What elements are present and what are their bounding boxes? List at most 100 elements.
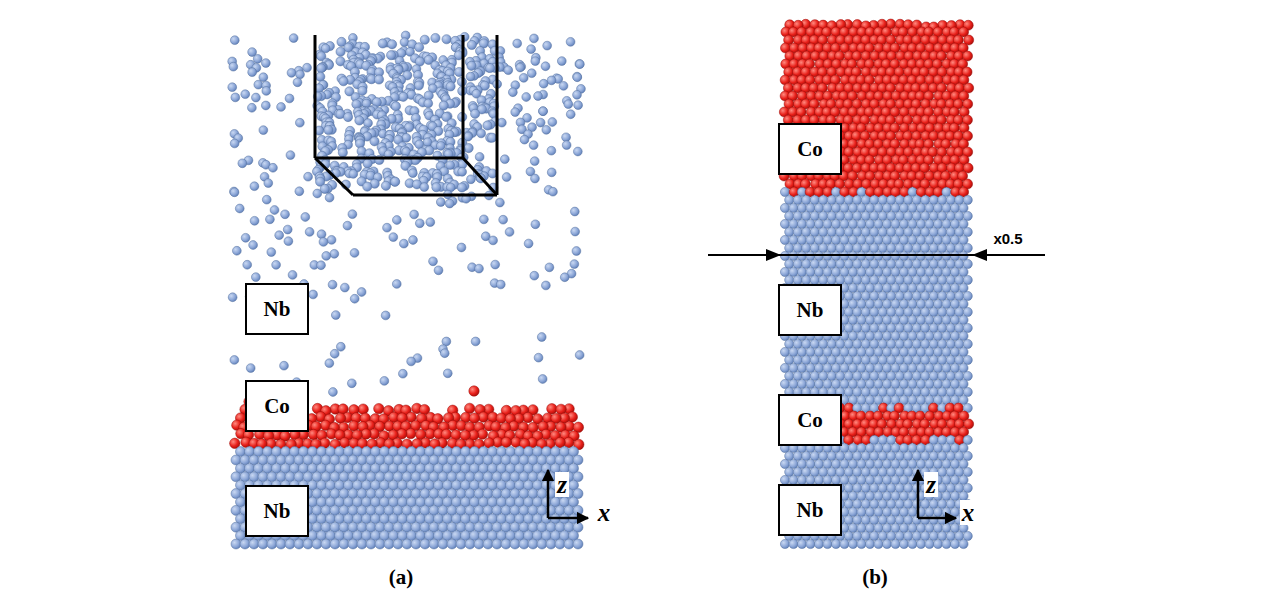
nb-atom (797, 235, 806, 244)
nb-atom (810, 195, 819, 204)
nb-atom (488, 133, 497, 142)
nb-atom (228, 83, 237, 92)
nb-atom (823, 267, 832, 276)
nb-atom (899, 235, 908, 244)
nb-atom (230, 139, 239, 148)
nb-atom (929, 275, 938, 284)
nb-atom (831, 203, 840, 212)
nb-atom (946, 339, 955, 348)
co-atom (335, 413, 345, 423)
nb-atom (827, 371, 836, 380)
nb-atom (443, 369, 452, 378)
nb-atom (562, 141, 571, 150)
nb-atom (789, 203, 798, 212)
nb-atom (950, 267, 959, 276)
nb-atom (878, 275, 887, 284)
nb-atom (921, 259, 930, 268)
nb-atom (916, 395, 925, 404)
nb-atom (895, 211, 904, 220)
nb-atom (539, 107, 548, 116)
nb-atom (938, 195, 947, 204)
nb-atom (925, 219, 934, 228)
nb-atom (467, 175, 476, 184)
nb-atom (814, 347, 823, 356)
nb-atom (810, 211, 819, 220)
nb-atom (502, 173, 511, 182)
nb-atom (874, 203, 883, 212)
nb-atom (295, 187, 304, 196)
nb-atom (530, 157, 539, 166)
nb-atom (827, 227, 836, 236)
nb-atom (780, 219, 789, 228)
nb-atom (286, 151, 295, 160)
nb-atom (547, 146, 556, 155)
nb-atom (793, 211, 802, 220)
nb-atom (780, 379, 789, 388)
nb-atom (285, 94, 294, 103)
nb-atom (882, 299, 891, 308)
nb-atom (912, 227, 921, 236)
nb-atom (904, 211, 913, 220)
nb-atom (870, 275, 879, 284)
nb-atom (398, 369, 407, 378)
nb-atom (477, 129, 486, 138)
nb-atom (908, 347, 917, 356)
nb-atom (908, 283, 917, 292)
nb-atom (870, 211, 879, 220)
nb-atom (789, 267, 798, 276)
nb-atom (844, 387, 853, 396)
nb-atom (887, 211, 896, 220)
nb-atom (793, 371, 802, 380)
nb-atom (785, 195, 794, 204)
nb-atom (925, 203, 934, 212)
nb-atom (549, 187, 558, 196)
nb-atom (520, 135, 529, 144)
nb-atom (938, 323, 947, 332)
nb-atom (921, 195, 930, 204)
nb-atom (840, 203, 849, 212)
nb-atom (946, 387, 955, 396)
nb-atom (241, 233, 250, 242)
nb-atom (566, 110, 575, 119)
nb-atom (229, 62, 238, 71)
nb-atom (243, 260, 252, 269)
nb-atom (530, 34, 539, 43)
nb-atom (946, 307, 955, 316)
nb-atom (882, 379, 891, 388)
nb-atom (844, 211, 853, 220)
nb-atom (339, 77, 348, 86)
nb-atom (870, 195, 879, 204)
nb-atom (916, 331, 925, 340)
nb-atom (959, 283, 968, 292)
nb-atom (309, 290, 318, 299)
nb-atom (929, 195, 938, 204)
nb-atom (831, 235, 840, 244)
nb-atom (942, 283, 951, 292)
nb-atom (925, 283, 934, 292)
nb-atom (806, 379, 815, 388)
nb-atom (853, 339, 862, 348)
nb-atom (304, 172, 313, 181)
nb-atom (814, 203, 823, 212)
nb-atom (899, 283, 908, 292)
nb-atom (870, 323, 879, 332)
nb-atom (831, 187, 840, 196)
nb-atom (874, 267, 883, 276)
atoms (228, 19, 974, 549)
nb-atom (572, 247, 581, 256)
nb-atom (313, 189, 322, 198)
nb-atom (929, 211, 938, 220)
nb-atom (853, 211, 862, 220)
nb-atom (802, 339, 811, 348)
nb-atom (929, 243, 938, 252)
nb-atom (925, 235, 934, 244)
nb-atom (942, 363, 951, 372)
nb-atom (929, 339, 938, 348)
nb-atom (861, 355, 870, 364)
co-atom (469, 413, 479, 423)
nb-atom (293, 78, 302, 87)
nb-atom (848, 283, 857, 292)
nb-atom (785, 355, 794, 364)
nb-atom (329, 388, 338, 397)
